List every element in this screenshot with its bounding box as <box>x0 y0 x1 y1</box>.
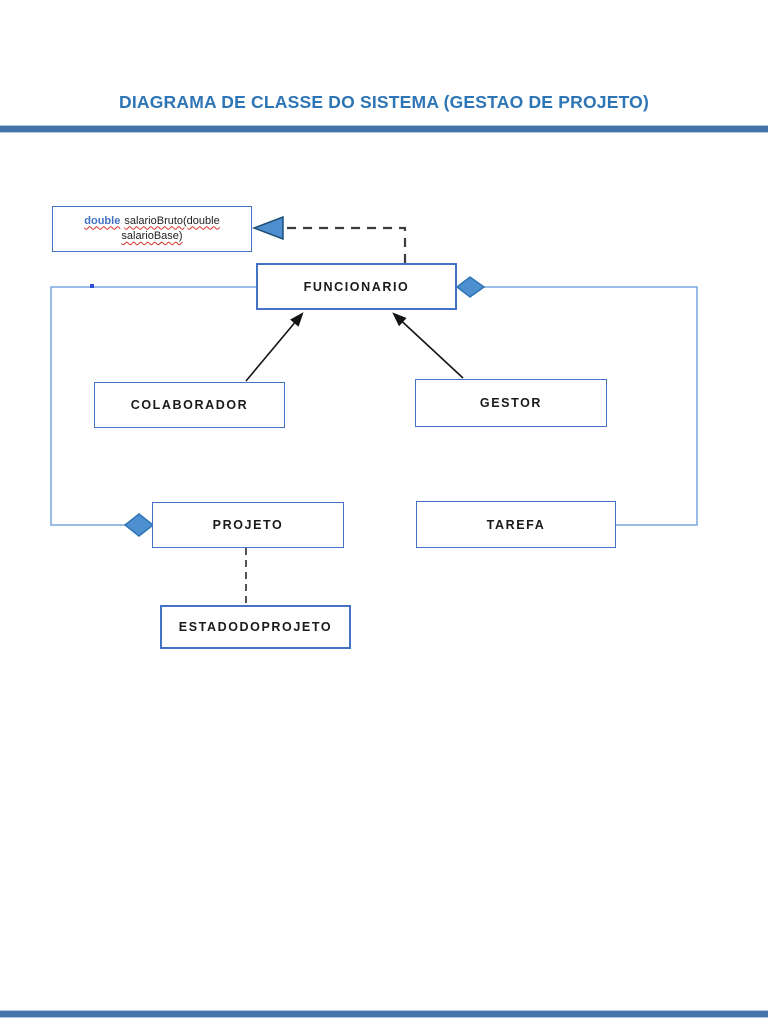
aggregation-diamond-icon-funcionario <box>455 276 486 298</box>
class-label-projeto: PROJETO <box>212 518 284 532</box>
inheritance-arrow-colaborador <box>245 312 304 382</box>
aggregation-diamond-icon-projeto <box>123 513 155 537</box>
class-box-tarefa: TAREFA <box>416 501 616 548</box>
method-signature: salarioBruto(double salarioBase) <box>121 214 220 242</box>
class-box-gestor: GESTOR <box>415 379 607 427</box>
dependency-arrowhead-icon <box>251 215 284 241</box>
class-label-tarefa: TAREFA <box>486 517 546 532</box>
class-box-projeto: PROJETO <box>152 502 344 548</box>
class-box-funcionario: FUNCIONARIO <box>256 263 457 310</box>
dependency-dashed-line <box>284 226 407 263</box>
footer-rule-line <box>0 1010 768 1018</box>
class-box-colaborador: COLABORADOR <box>94 382 285 428</box>
method-keyword: double <box>84 214 121 227</box>
class-box-estadodoprojeto: ESTADODOPROJETO <box>160 605 351 649</box>
class-label-estadodoprojeto: ESTADODOPROJETO <box>178 620 333 634</box>
stray-dot <box>90 284 94 288</box>
class-label-colaborador: COLABORADOR <box>130 398 249 412</box>
class-label-gestor: GESTOR <box>479 396 543 410</box>
title-rule-line <box>0 125 768 133</box>
inheritance-arrow-gestor <box>392 312 464 379</box>
page-title: DIAGRAMA DE CLASSE DO SISTEMA (GESTAO DE… <box>119 92 649 112</box>
class-label-funcionario: FUNCIONARIO <box>303 279 410 294</box>
